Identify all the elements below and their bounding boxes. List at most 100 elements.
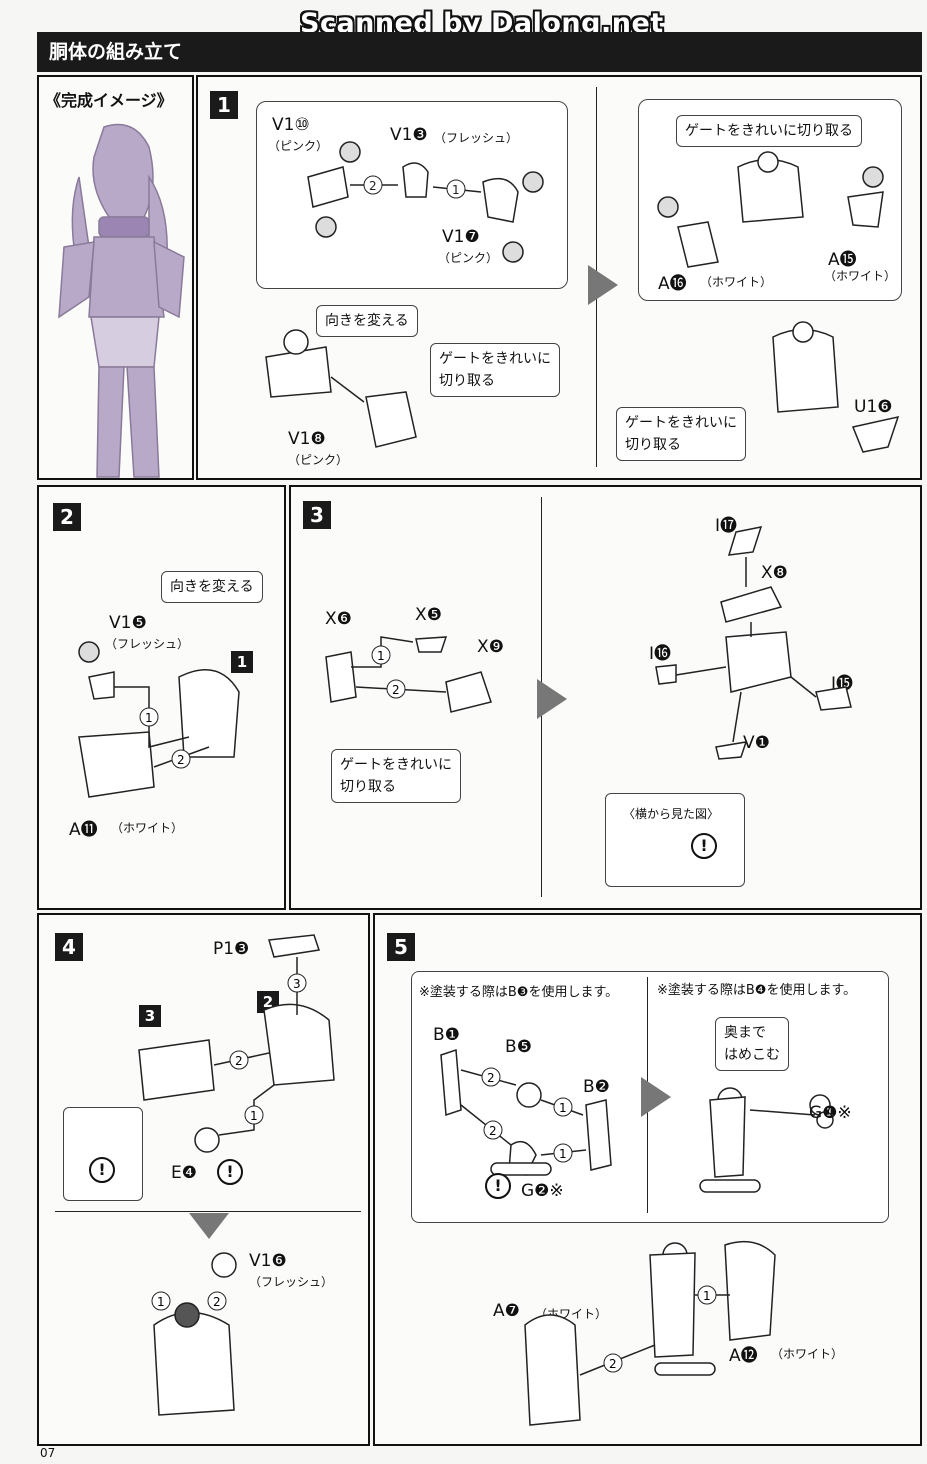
- step-3-panel: 3 X❻ X❺ X❾ 1 2 ゲートをきれいに 切り取る I⓱ X❽ I⓰ I⓯…: [289, 485, 922, 910]
- label-white-3: （ホワイト）: [111, 821, 184, 835]
- step2-parts: 1 2: [78, 641, 240, 798]
- label-p13: P1❸: [213, 939, 250, 959]
- ref-step-3: 3: [139, 1005, 161, 1027]
- svg-text:2: 2: [235, 1054, 243, 1068]
- step4-bottom-parts: 1 2: [151, 1252, 237, 1416]
- label-g1: G❶※: [809, 1103, 852, 1123]
- label-a7: A❼: [493, 1301, 520, 1321]
- ref-step-1: 1: [231, 651, 253, 673]
- step5-bottom-parts: 1 2: [524, 1240, 776, 1426]
- label-v1-8: V1❽: [288, 429, 326, 449]
- callout-gate-1: ゲートをきれいに 切り取る: [430, 343, 560, 397]
- callout-push: 奥まで はめこむ: [715, 1017, 789, 1071]
- svg-text:2: 2: [487, 1071, 495, 1085]
- label-g2: G❷※: [521, 1181, 564, 1201]
- label-v1-5: V1❺: [109, 613, 147, 633]
- label-pink: （ピンク）: [268, 139, 329, 153]
- note-b4: ※塗装する際はB❹を使用します。: [657, 983, 857, 998]
- preview-title: 《完成イメージ》: [45, 91, 173, 110]
- step-5-panel: 5 ※塗装する際はB❸を使用します。 ※塗装する際はB❹を使用します。 B❶ B…: [373, 913, 922, 1446]
- caution-detail-box: [63, 1107, 143, 1201]
- step1-right-parts: [657, 151, 884, 268]
- step-1-panel: 1 V1⑩ （ピンク） V1❸ （フレッシュ） V1❼ （ピンク） 2 1 向き…: [196, 75, 922, 480]
- caution-icon: !: [691, 833, 717, 859]
- svg-text:1: 1: [559, 1101, 567, 1115]
- label-v1: V❶: [743, 733, 770, 753]
- label-i16: I⓰: [649, 644, 672, 664]
- step1-body-parts: [265, 329, 417, 448]
- label-pink-2: （ピンク）: [438, 251, 499, 265]
- label-u16: U1❻: [854, 397, 893, 417]
- step-2-panel: 2 向きを変える V1❺ （フレッシュ） 1 1 2 A⓫ （ホワイト）: [37, 485, 286, 910]
- step-number-5: 5: [387, 933, 415, 961]
- label-a16: A⓰: [658, 274, 687, 294]
- divider-step4: [55, 1211, 361, 1212]
- svg-text:2: 2: [609, 1357, 617, 1371]
- callout-turn-2: 向きを変える: [161, 571, 263, 603]
- label-b5: B❺: [505, 1037, 532, 1057]
- svg-text:2: 2: [177, 753, 185, 767]
- label-v1-10: V1⑩: [272, 115, 310, 135]
- page-number: 07: [40, 1446, 56, 1460]
- flow-arrow-step1: [588, 265, 618, 305]
- label-a11: A⓫: [69, 820, 98, 840]
- svg-text:1: 1: [377, 649, 385, 663]
- label-e4: E❹: [171, 1163, 197, 1183]
- label-x6: X❻: [325, 609, 352, 629]
- svg-text:1: 1: [559, 1147, 567, 1161]
- label-flesh-2: （フレッシュ）: [105, 637, 190, 651]
- caution-icon-3: !: [217, 1159, 243, 1185]
- step4-parts: 3 2 1: [138, 934, 335, 1153]
- label-flesh-3: （フレッシュ）: [249, 1275, 334, 1289]
- step-number-4: 4: [55, 933, 83, 961]
- label-white-1: （ホワイト）: [700, 275, 773, 289]
- label-i17: I⓱: [715, 516, 738, 536]
- figure-illustration: [58, 123, 185, 478]
- callout-turn: 向きを変える: [316, 305, 418, 337]
- label-x9: X❾: [477, 637, 504, 657]
- svg-text:1: 1: [250, 1109, 258, 1123]
- svg-text:2: 2: [369, 179, 377, 193]
- callout-gate-4: ゲートをきれいに 切り取る: [331, 749, 461, 803]
- svg-text:1: 1: [452, 183, 460, 197]
- step3-left-parts: 1 2: [325, 636, 492, 713]
- label-x5: X❺: [415, 605, 442, 625]
- svg-text:2: 2: [213, 1295, 221, 1309]
- svg-text:3: 3: [293, 977, 301, 991]
- preview-panel: 《完成イメージ》: [37, 75, 194, 480]
- label-v1-7: V1❼: [442, 227, 480, 247]
- label-white-2: （ホワイト）: [824, 269, 897, 283]
- caution-icon-2: !: [89, 1157, 115, 1183]
- step1-torso: [772, 321, 900, 453]
- label-v1-3: V1❸: [390, 125, 428, 145]
- svg-text:1: 1: [157, 1295, 165, 1309]
- step1-upper-parts: 2 1: [307, 141, 544, 263]
- label-x8: X❽: [761, 563, 788, 583]
- step5-left-parts: 2 1 2 1: [440, 1048, 612, 1176]
- label-a15: A⓯: [828, 250, 857, 270]
- side-view-title: 〈横から見た図〉: [623, 807, 720, 821]
- label-b2: B❷: [583, 1077, 610, 1097]
- label-flesh: （フレッシュ）: [434, 131, 519, 145]
- label-white-5: （ホワイト）: [771, 1347, 844, 1361]
- callout-gate-2: ゲートをきれいに切り取る: [676, 115, 862, 147]
- svg-text:1: 1: [145, 711, 153, 725]
- flow-arrow-step4: [189, 1213, 229, 1239]
- label-a12: A⓬: [729, 1346, 758, 1366]
- step-number-2: 2: [53, 503, 81, 531]
- flow-arrow-step3: [537, 679, 567, 719]
- side-view-box: [605, 793, 745, 887]
- label-b1: B❶: [433, 1025, 460, 1045]
- svg-text:1: 1: [703, 1289, 711, 1303]
- step-4-panel: 4 P1❸ 3 2 3 2 1 ! E❹ ! V1❻ （フレッシュ） 1 2: [37, 913, 370, 1446]
- step3-right-parts: [655, 526, 852, 760]
- step-number-3: 3: [303, 501, 331, 529]
- caution-icon-4: !: [485, 1173, 511, 1199]
- flow-arrow-step5: [641, 1077, 671, 1117]
- svg-text:2: 2: [489, 1124, 497, 1138]
- svg-text:2: 2: [392, 683, 400, 697]
- step-number-1: 1: [210, 91, 238, 119]
- label-v1-6: V1❻: [249, 1251, 287, 1271]
- note-b3: ※塗装する際はB❸を使用します。: [419, 985, 619, 1000]
- label-pink-3: （ピンク）: [288, 453, 349, 467]
